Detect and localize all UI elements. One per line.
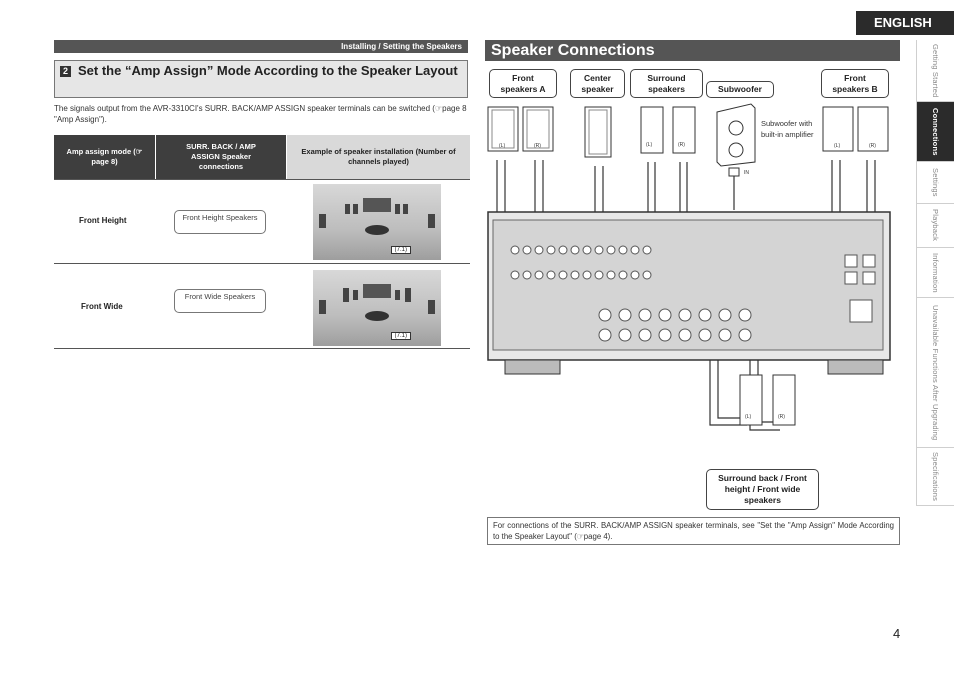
row-mode-front-wide: Front Wide: [81, 302, 123, 311]
language-tab[interactable]: ENGLISH: [856, 11, 954, 35]
nav-settings[interactable]: Settings: [916, 162, 954, 204]
label-surround-speakers: Surround speakers: [630, 69, 703, 98]
front-a-r-label: (R): [534, 143, 541, 149]
room-image-front-wide: (7.1): [313, 270, 441, 346]
room-image-front-height: (7.1): [313, 184, 441, 260]
channels-badge: (7.1): [390, 246, 411, 254]
front-a-left-speaker: [487, 106, 519, 152]
nav-connections[interactable]: Connections: [916, 102, 954, 162]
receiver-rear-panel: [487, 211, 891, 375]
table-divider: [54, 179, 470, 180]
surround-back-r-label: (R): [778, 414, 785, 420]
row-mode-front-height: Front Height: [79, 216, 127, 225]
front-b-right-speaker: [857, 106, 889, 152]
nav-information[interactable]: Information: [916, 248, 954, 298]
surround-right-speaker: [672, 106, 696, 154]
intro-text: The signals output from the AVR-3310CI's…: [54, 104, 467, 124]
side-nav: Getting Started Connections Settings Pla…: [916, 40, 954, 506]
step-heading: Set the “Amp Assign” Mode According to t…: [78, 63, 458, 78]
label-front-speakers-a: Front speakers A: [489, 69, 557, 98]
surround-back-left-speaker: [739, 374, 763, 426]
nav-playback[interactable]: Playback: [916, 204, 954, 248]
label-front-speakers-b: Front speakers B: [821, 69, 889, 98]
table-header-example: Example of speaker installation (Number …: [287, 135, 470, 179]
speaker-wiring-diagram: (L) (R) (L) (R) IN (L) (R): [487, 103, 891, 431]
subwoofer-in-label: IN: [744, 170, 749, 176]
diagram-title: Speaker Connections: [485, 40, 900, 61]
front-a-l-label: (L): [499, 143, 505, 149]
front-a-right-speaker: [522, 106, 554, 152]
surround-l-label: (L): [646, 142, 652, 148]
table-header-connection: SURR. BACK / AMP ASSIGN Speaker connecti…: [156, 135, 286, 179]
page-number: 4: [893, 626, 901, 641]
amp-assign-table: Amp assign mode (☞ page 8) SURR. BACK / …: [54, 135, 470, 350]
nav-getting-started[interactable]: Getting Started: [916, 40, 954, 102]
nav-specifications[interactable]: Specifications: [916, 448, 954, 506]
label-surround-back-speakers: Surround back / Front height / Front wid…: [706, 469, 819, 510]
connection-note: For connections of the SURR. BACK/AMP AS…: [487, 517, 900, 545]
subwoofer-unit: [716, 103, 756, 177]
table-divider: [54, 263, 470, 264]
step-heading-box: [54, 60, 468, 98]
surround-left-speaker: [640, 106, 664, 154]
surround-back-l-label: (L): [745, 414, 751, 420]
subwoofer-note: Subwoofer with built-in amplifier: [761, 119, 814, 139]
center-speaker: [584, 106, 612, 158]
channels-badge: (7.1): [390, 332, 411, 340]
table-header-mode: Amp assign mode (☞ page 8): [54, 135, 155, 179]
step-number: 2: [60, 66, 71, 77]
label-center-speaker: Center speaker: [570, 69, 625, 98]
row-connection-front-wide: Front Wide Speakers: [174, 289, 266, 313]
front-b-l-label: (L): [834, 143, 840, 149]
surround-back-right-speaker: [772, 374, 796, 426]
nav-unavailable-functions[interactable]: Unavailable Functions After Upgrading: [916, 298, 954, 448]
section-bar: Installing / Setting the Speakers: [54, 40, 468, 53]
label-subwoofer: Subwoofer: [706, 81, 774, 98]
front-b-r-label: (R): [869, 143, 876, 149]
front-b-left-speaker: [822, 106, 854, 152]
receiver-terminals: [510, 245, 876, 342]
surround-r-label: (R): [678, 142, 685, 148]
row-connection-front-height: Front Height Speakers: [174, 210, 266, 234]
table-divider: [54, 348, 470, 349]
